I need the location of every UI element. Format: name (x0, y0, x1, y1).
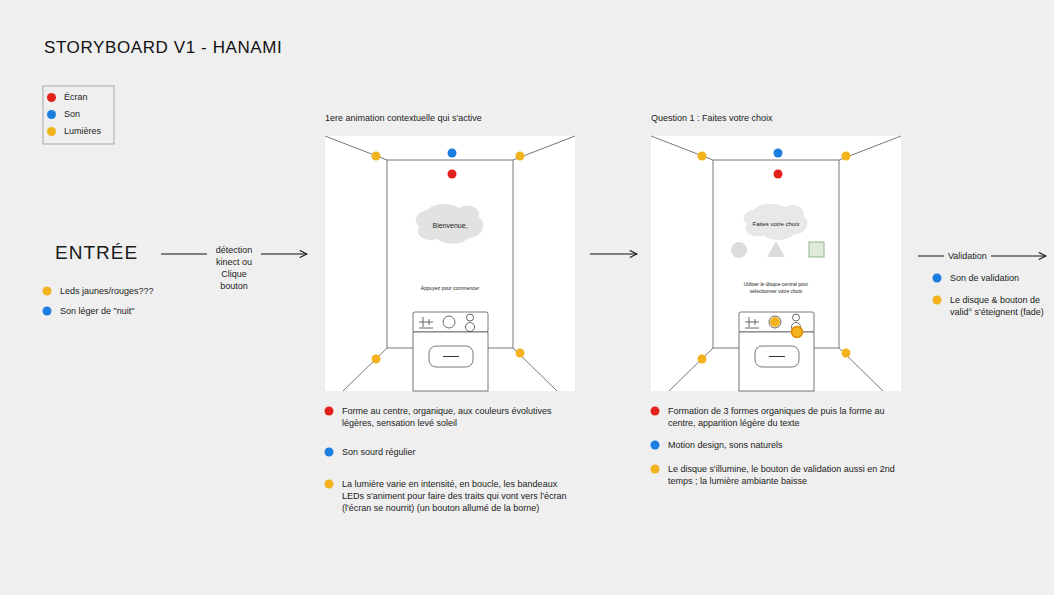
storyboard-frame-sketch (325, 136, 575, 391)
screen-text: Utiliser le disque central pour sélectio… (735, 281, 817, 295)
flow-arrow (590, 254, 637, 255)
choice-circle (731, 242, 747, 258)
note-text: Formation de 3 formes organiques de puis… (668, 405, 908, 429)
screen-text: Bienvenue, (412, 221, 488, 230)
legend-swatch (47, 93, 56, 102)
legend-swatch (47, 127, 56, 136)
edge-label: détection kinect ou Clique bouton (207, 244, 261, 292)
legend-label: Lumières (64, 126, 101, 136)
storyboard-frame-sketch (651, 136, 901, 391)
organic-shape: Faites votre choix (740, 200, 812, 242)
frame-heading: 1ere animation contextuelle qui s'active (325, 113, 482, 123)
note-text: Son sourd régulier (342, 446, 542, 458)
bullet-dot (651, 465, 660, 474)
bullet-dot (43, 307, 52, 316)
legend-row: Lumières (47, 125, 101, 137)
note-text: Forme au centre, organique, aux couleurs… (342, 405, 552, 429)
step-label: ENTRÉE (55, 240, 159, 266)
bullet-dot (933, 296, 942, 305)
legend-row: Son (47, 108, 80, 120)
screen-text: Faites votre choix (740, 220, 812, 228)
transition-label: Validation (944, 250, 991, 262)
page-title: STORYBOARD V1 - HANAMI (44, 38, 282, 58)
bullet-dot (651, 441, 660, 450)
bullet-dot (325, 480, 334, 489)
bullet-dot (651, 407, 660, 416)
choice-square (809, 242, 824, 257)
note-text: Leds jaunes/rouges??? (60, 285, 200, 297)
legend-row: Écran (47, 91, 88, 103)
legend-box (43, 86, 114, 144)
choice-triangle (767, 241, 785, 257)
note-text: Le disque s'illumine, le bouton de valid… (668, 463, 908, 487)
organic-shape: Bienvenue, (412, 200, 488, 246)
note-text: Motion design, sons naturels (668, 439, 868, 451)
screen-text: Appuyez pour commencer (405, 285, 495, 292)
note-text: Son de validation (950, 272, 1045, 284)
lit-disc (770, 317, 780, 327)
bullet-dot (325, 448, 334, 457)
legend-label: Son (64, 109, 80, 119)
note-text: La lumière varie en intensité, en boucle… (342, 478, 574, 514)
bullet-dot (43, 287, 52, 296)
legend-swatch (47, 110, 56, 119)
step-title: ENTRÉE (55, 240, 159, 266)
note-text: Son léger de "nuit" (60, 305, 200, 317)
lit-button (792, 327, 803, 338)
bullet-dot (933, 274, 942, 283)
frame-heading: Question 1 : Faites votre choix (651, 113, 773, 123)
storyboard-frame: Question 1 : Faites votre choixFaites vo… (651, 136, 901, 391)
legend-label: Écran (64, 92, 88, 102)
storyboard-frame: 1ere animation contextuelle qui s'active… (325, 136, 575, 391)
note-text: Le disque & bouton de valid° s'éteignent… (950, 294, 1048, 318)
bullet-dot (325, 407, 334, 416)
